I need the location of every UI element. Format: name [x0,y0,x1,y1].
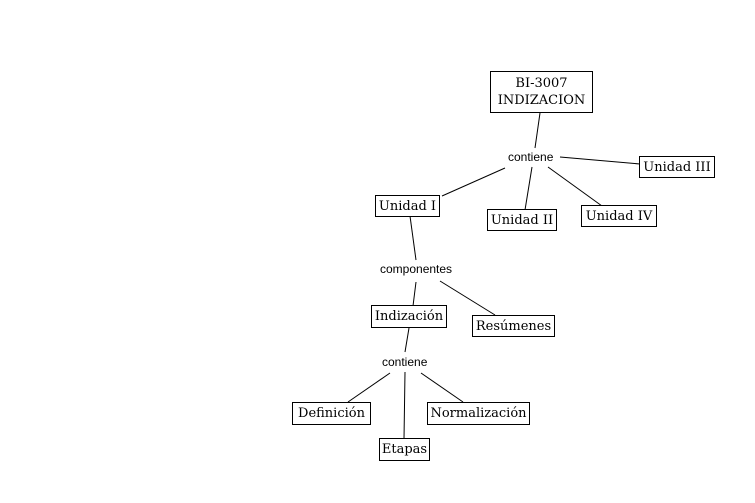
concept-unidad-iii-label: Unidad III [643,159,711,175]
connector-indizacion-to-contiene [404,327,410,353]
connector-componentes-to-resumenes [439,280,496,316]
concept-unidad-iii[interactable]: Unidad III [639,156,715,178]
connector-unidad-i-to-componentes [409,215,417,261]
connector-contiene-to-unidad-i [441,167,506,197]
connector-contiene-to-definicion [347,372,391,403]
concept-normalizacion[interactable]: Normalización [427,402,530,425]
connector-contiene-to-unidad-iii [559,156,641,165]
concept-unidad-ii-label: Unidad II [490,212,554,228]
link-label-root-contiene: contiene [508,150,554,164]
concept-normalizacion-label: Normalización [430,406,527,421]
connector-contiene-to-etapas [403,371,406,440]
concept-root[interactable]: BI-3007 INDIZACION [490,71,593,113]
connector-root-to-contiene [534,112,541,149]
concept-resumenes[interactable]: Resúmenes [472,315,555,337]
connector-contiene-to-normalizacion [420,372,464,403]
concept-unidad-iv-label: Unidad IV [585,208,653,224]
concept-unidad-i[interactable]: Unidad I [375,195,440,217]
concept-root-line1: BI-3007 [515,76,568,91]
concept-unidad-iv[interactable]: Unidad IV [581,205,657,227]
concept-etapas[interactable]: Etapas [379,438,430,461]
concept-unidad-ii[interactable]: Unidad II [487,209,557,231]
concept-resumenes-label: Resúmenes [475,318,552,334]
concept-etapas-label: Etapas [381,442,428,457]
link-label-indizacion-contiene: contiene [382,355,428,369]
connector-contiene-to-unidad-ii [524,166,533,211]
concept-definicion-label: Definición [298,406,365,421]
connector-componentes-to-indizacion [412,281,417,307]
concept-root-line2: INDIZACION [497,93,586,108]
concept-indizacion[interactable]: Indización [371,305,447,328]
concept-definicion[interactable]: Definición [292,402,371,425]
connector-contiene-to-unidad-iv [547,166,603,207]
concept-indizacion-label: Indización [374,309,444,324]
concept-unidad-i-label: Unidad I [378,198,437,214]
link-label-unidad-i-componentes: componentes [380,262,453,276]
